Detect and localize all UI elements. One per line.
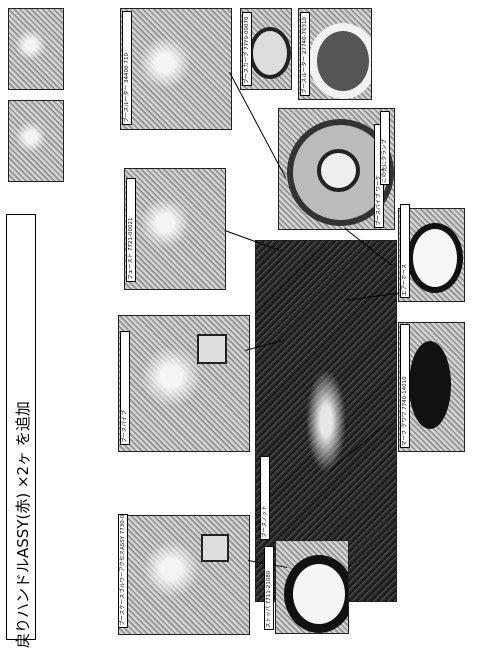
part-photo-pump	[120, 8, 232, 130]
part-photo-bottom-left	[118, 515, 250, 635]
pipe-inset	[197, 334, 227, 364]
part-label-3: フェースト 7721-00021	[126, 178, 136, 282]
thumbnail-photo-2	[8, 100, 64, 182]
part-label-7: ブースルーター 27740-70310	[300, 12, 310, 96]
page-title: 戻りハンドルASSY(赤) ×2ヶ を追加	[14, 401, 32, 648]
gasket-1-shape	[407, 223, 463, 293]
part-label-6: ブースカーブ 77Y0-00070	[242, 12, 252, 86]
assembly-ring-inner	[317, 149, 360, 192]
part-label-8: エアーホース	[400, 204, 410, 298]
part-label-0: ブースケースブルワーアクセスASSY 7730-00010	[118, 514, 128, 628]
oring-shape	[249, 27, 291, 79]
part-label-11: この先にクランプ	[380, 111, 390, 185]
thumbnail-photo-1	[8, 8, 64, 90]
wheel-shape	[309, 23, 371, 99]
gasket-2-shape	[409, 341, 451, 429]
part-photo-valve	[124, 168, 226, 290]
bottom-left-inset	[201, 534, 229, 562]
part-photo-pipe	[118, 315, 250, 452]
part-photo-bottom-ring	[275, 540, 349, 634]
part-label-10: ブースノット	[260, 456, 270, 540]
part-label-2: ブースパイプ	[120, 331, 130, 445]
part-label-1: ストッパ 7711-21080	[264, 546, 274, 630]
part-photo-wheel	[298, 8, 372, 100]
bottom-ring-shape	[284, 555, 348, 633]
part-label-4: マーフ クワワ 7740-14010	[400, 324, 410, 448]
part-label-5: ブースルーター 34400-710	[122, 11, 132, 125]
